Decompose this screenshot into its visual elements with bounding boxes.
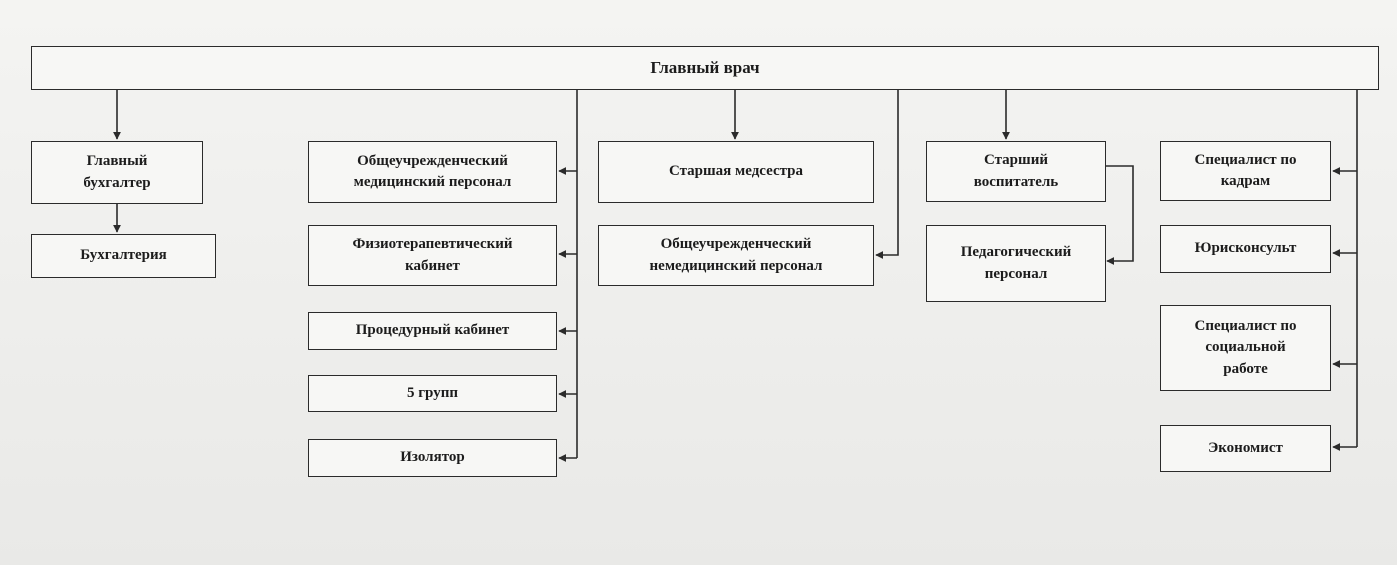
node-economist: Экономист <box>1160 425 1331 472</box>
node-label: Общеучрежденческий медицинский персонал <box>353 152 512 190</box>
node-physio-room: Физиотерапевтический кабинет <box>308 225 557 286</box>
node-hr-specialist: Специалист по кадрам <box>1160 141 1331 201</box>
node-accounting: Бухгалтерия <box>31 234 216 278</box>
node-label: Бухгалтерия <box>80 247 167 264</box>
node-nonmedical-staff: Общеучрежденческий немедицинский персона… <box>598 225 874 286</box>
node-label: Общеучрежденческий немедицинский персона… <box>649 236 823 274</box>
node-label: Юрисконсульт <box>1194 240 1297 257</box>
node-label: Педагогический персонал <box>960 244 1072 282</box>
node-isolator: Изолятор <box>308 439 557 477</box>
node-label: 5 групп <box>407 384 458 401</box>
node-social-worker: Специалист по социальной работе <box>1160 305 1331 391</box>
node-label: Старшая медсестра <box>668 163 804 180</box>
node-head-nurse: Старшая медсестра <box>598 141 874 203</box>
node-pedagogical-staff: Педагогический персонал <box>926 225 1106 302</box>
node-label: Специалист по кадрам <box>1194 151 1297 189</box>
node-label: Старший воспитатель <box>973 152 1059 190</box>
root-label: Главный врач <box>650 57 760 77</box>
connector-nonmedical-staff <box>875 90 899 259</box>
connector-pedagogical-staff <box>1106 165 1134 265</box>
node-medical-staff: Общеучрежденческий медицинский персонал <box>308 141 557 203</box>
node-groups: 5 групп <box>308 375 557 412</box>
node-label: Экономист <box>1208 439 1283 456</box>
node-legal-counsel: Юрисконсульт <box>1160 225 1331 273</box>
node-chief-accountant: Главный бухгалтер <box>31 141 203 204</box>
node-label: Физиотерапевтический кабинет <box>352 236 513 274</box>
node-label: Изолятор <box>400 449 465 466</box>
node-label: Процедурный кабинет <box>355 322 510 339</box>
node-label: Специалист по социальной работе <box>1194 318 1297 377</box>
node-senior-educator: Старший воспитатель <box>926 141 1106 202</box>
node-procedure-room: Процедурный кабинет <box>308 312 557 350</box>
root-node-chief-physician: Главный врач <box>31 46 1379 90</box>
node-label: Главный бухгалтер <box>83 153 151 191</box>
